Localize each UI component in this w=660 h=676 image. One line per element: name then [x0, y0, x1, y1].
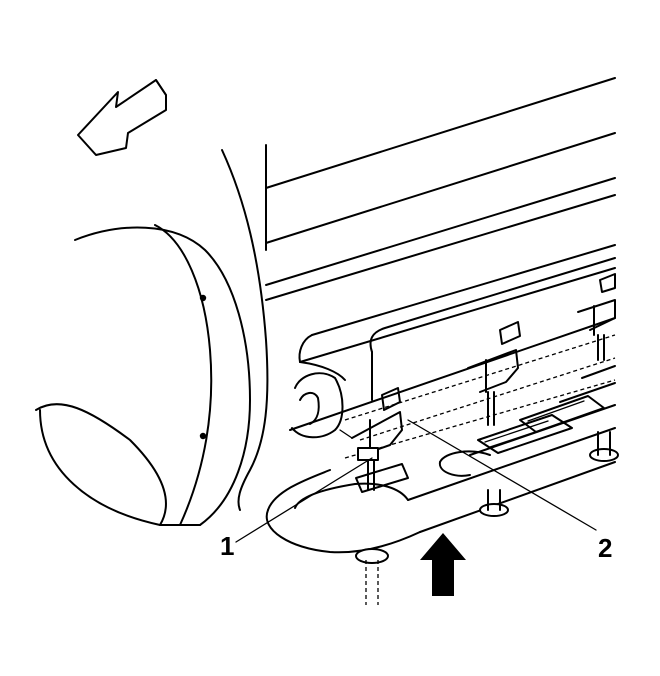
rocker-flange [344, 257, 616, 459]
install-direction-up-arrow-icon [420, 533, 466, 596]
step-pads [355, 365, 616, 493]
forward-direction-arrow-icon [77, 79, 167, 156]
body-side-panel [265, 77, 616, 301]
callout-1-label: 1 [220, 531, 234, 561]
callout-2-label: 2 [598, 533, 612, 563]
callout-leaders [235, 419, 597, 543]
assist-step-tube [265, 427, 616, 554]
mounting-bracket-middle [467, 321, 521, 426]
mounting-bracket-rear [577, 273, 616, 361]
wheel-opening-flare [35, 224, 251, 526]
rocker-panel-molding [289, 244, 616, 439]
mounting-bracket-front [339, 387, 403, 491]
cab-front-edge [221, 144, 269, 511]
mount-bolts [355, 431, 619, 605]
